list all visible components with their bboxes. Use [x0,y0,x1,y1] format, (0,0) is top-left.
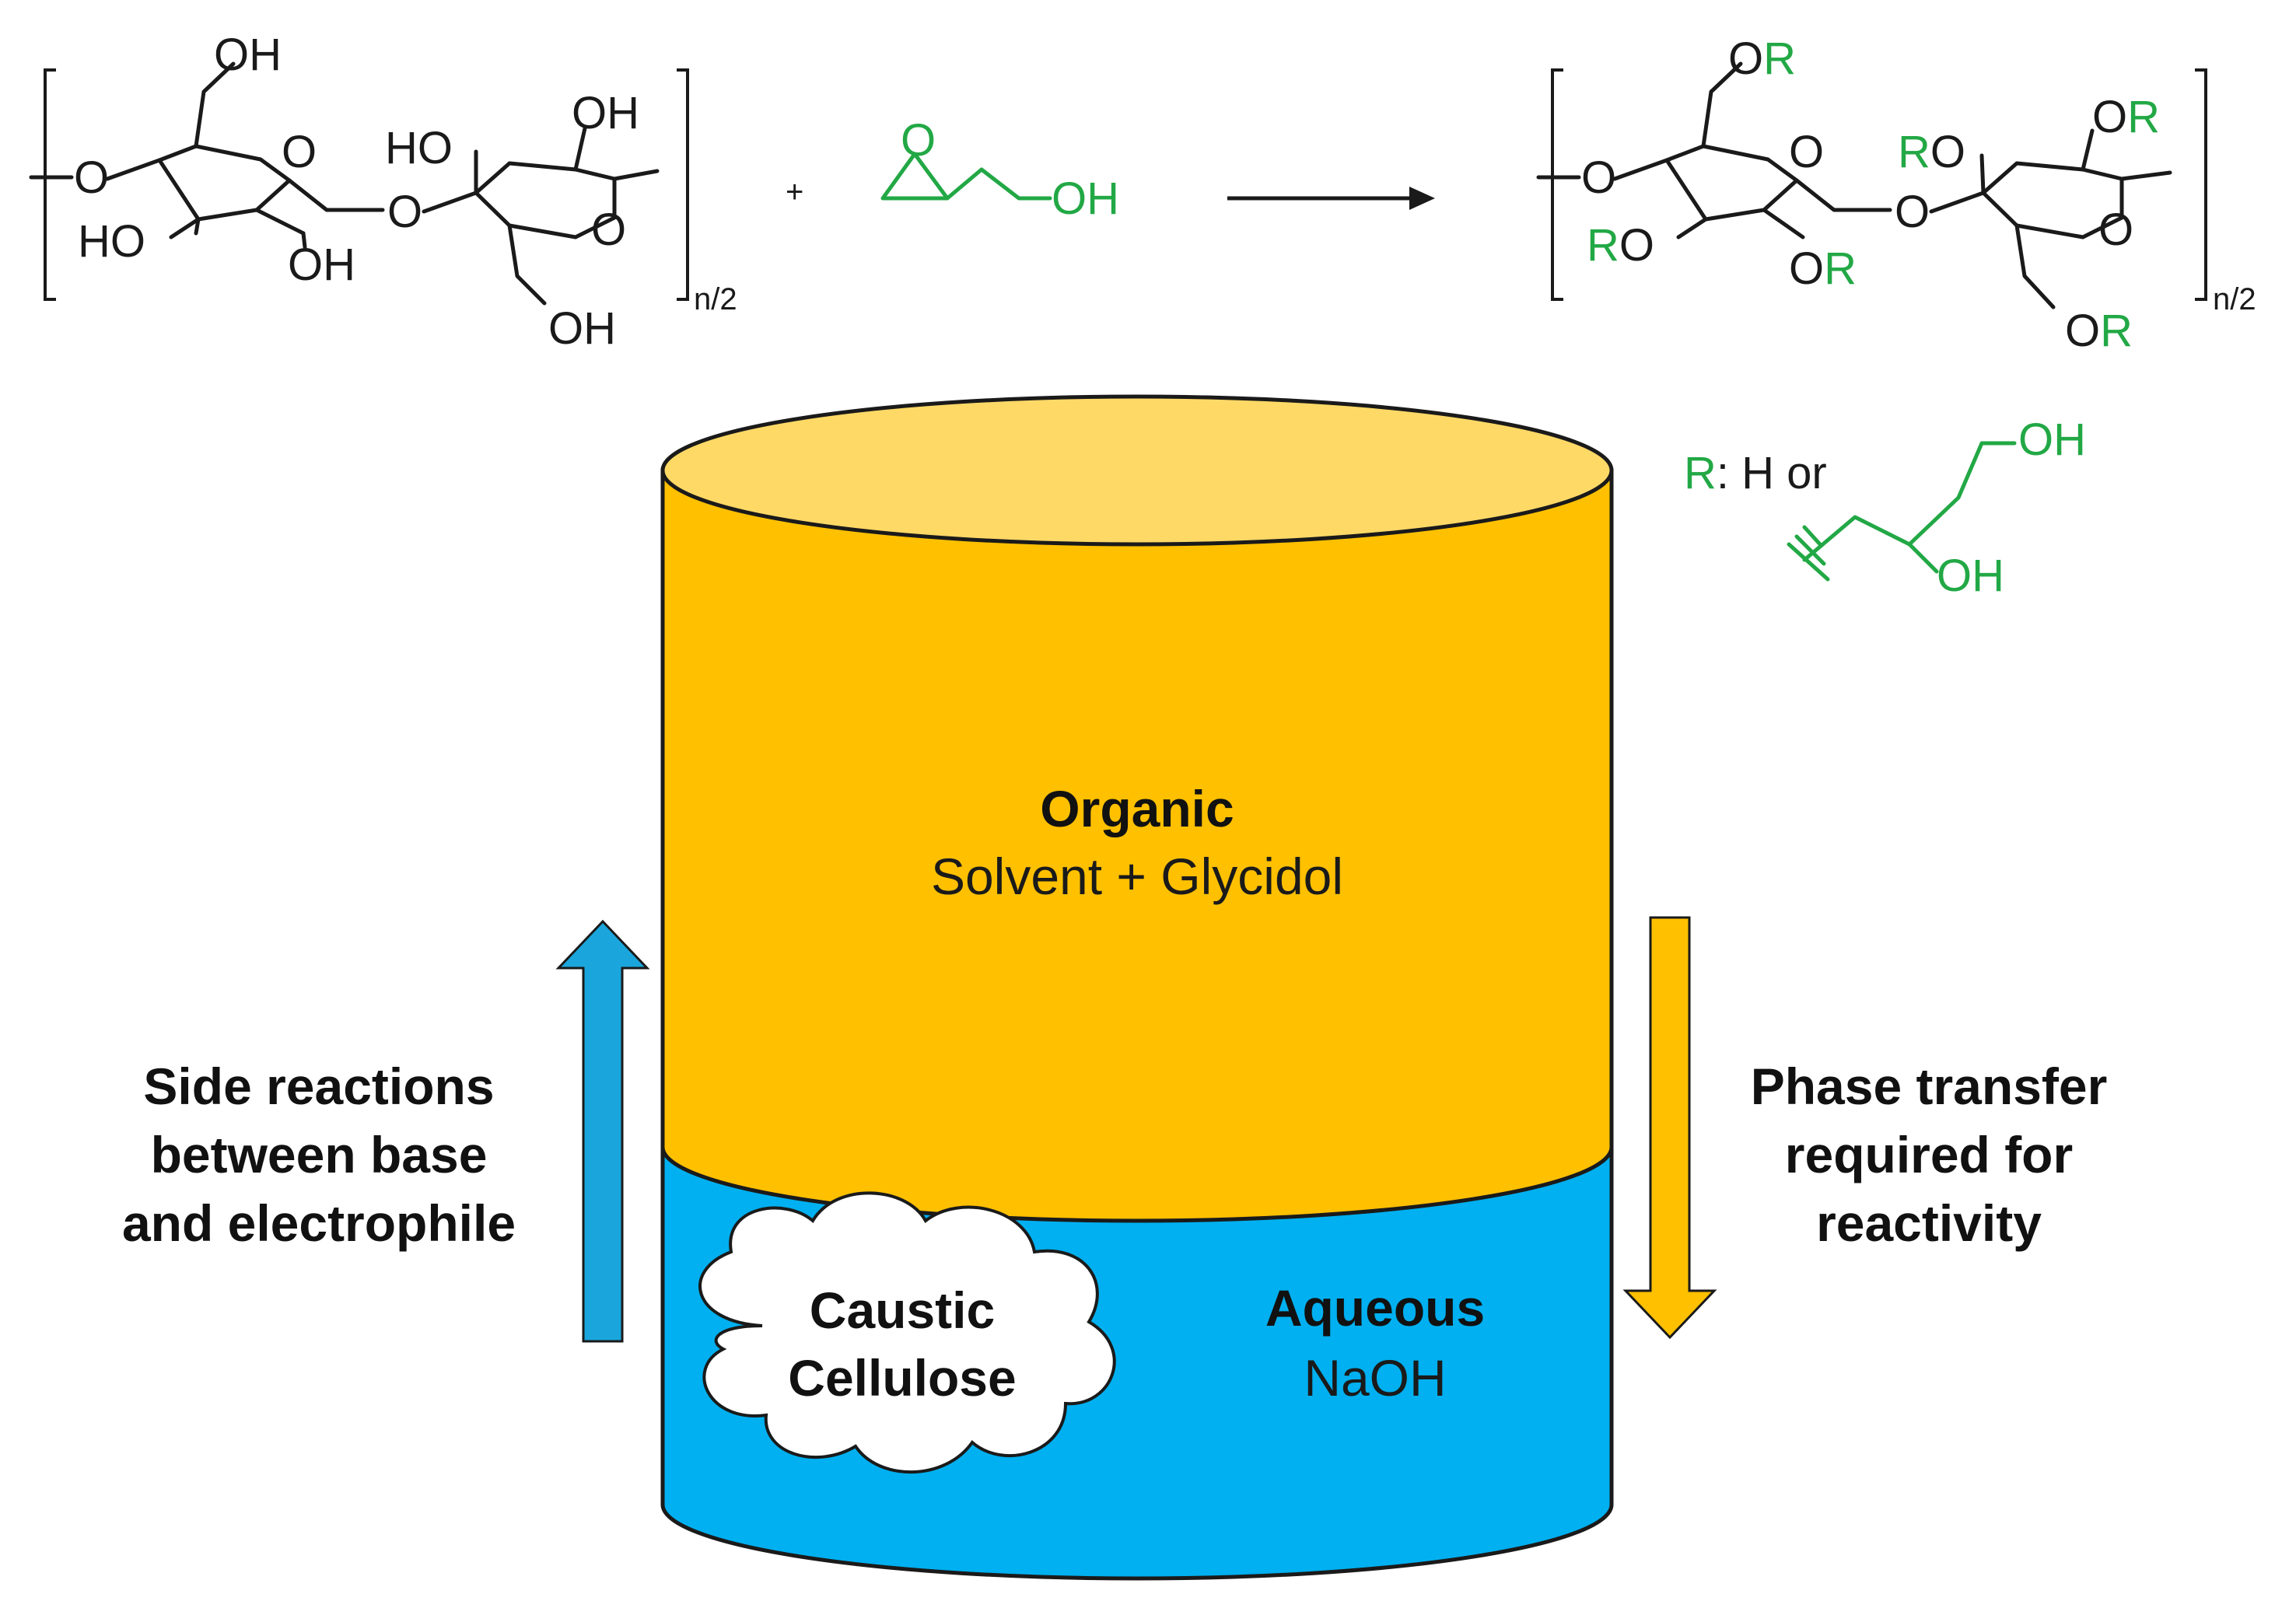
reactant-oh-ring2-top: OH [572,88,639,138]
product-ro-ring1: RO [1587,220,1654,271]
reactant-oh-ring2-bottom: OH [548,303,616,354]
cloud-line2: Cellulose [788,1349,1016,1407]
product-o-bridge: O [1895,187,1930,237]
product-subscript: n/2 [2213,282,2256,316]
reactant-oh-ring1-bottom: OH [288,239,355,290]
reactant-oh-top: OH [214,30,282,80]
r-oh-top: OH [2018,414,2086,465]
r-oh-bottom: OH [1937,551,2004,601]
glycidol-structure: O OH [880,115,1119,224]
reactant-o-ring2: O [591,204,626,255]
product-right-bracket [2195,68,2207,301]
aqueous-title: Aqueous [1265,1279,1485,1337]
r-group-definition: R: H or OH OH [1684,414,2086,601]
glycidol-o-label: O [901,115,936,166]
reactant-ring2 [474,161,617,239]
left-annotation-line1: Side reactions [143,1057,494,1115]
product-o-ring1: O [1789,127,1824,177]
left-annotation: Side reactions between base and electrop… [122,1057,516,1252]
reactant-subscript: n/2 [694,282,737,316]
reactant-left-bracket [44,68,56,301]
r-colon-text: : H or [1717,448,1827,498]
reactant-right-bracket [677,68,689,301]
right-annotation-line3: reactivity [1816,1194,2042,1252]
reactant-o-link-left: O [74,152,109,203]
caustic-cellulose-cloud [698,1191,1116,1474]
reactant-ring1 [157,144,292,222]
right-annotation-line2: required for [1785,1126,2073,1183]
reactant-o-ring1: O [282,127,317,177]
aqueous-subtitle: NaOH [1304,1349,1446,1407]
right-annotation-line1: Phase transfer [1751,1057,2108,1115]
plus-sign: + [786,175,803,209]
glycidol-oh-label: OH [1052,173,1119,224]
product-left-bracket [1551,68,1563,301]
product-or-ring2-bottom: OR [2065,306,2133,356]
cloud-line1: Caustic [810,1281,995,1339]
r-definition-text: R: H or [1684,448,1827,498]
product-or-ring1-bottom: OR [1789,243,1857,294]
reactant-ho-ring2: HO [385,123,453,173]
cellulose-reactant: n/2 O OH O HO OH O HO OH O OH [29,30,737,354]
phase-transfer-down-arrow [1622,916,1717,1340]
vessel-top [660,394,1614,547]
cellulose-product: n/2 O OR O RO OR O RO OR O OR [1536,33,2256,356]
organic-title: Organic [1040,780,1234,837]
product-or-top: OR [1728,33,1796,84]
reaction-vessel: Organic Solvent + Glycidol Caustic Cellu… [660,394,1614,1581]
left-annotation-line2: between base [151,1126,488,1183]
left-annotation-line3: and electrophile [122,1194,516,1252]
reaction-arrow [1227,187,1435,210]
organic-phase [660,468,1614,1223]
product-ro-ring2: RO [1898,127,1965,177]
product-o-link-left: O [1581,152,1616,203]
side-reaction-up-arrow [555,919,650,1343]
r-label: R [1684,448,1717,498]
reactant-ho-ring1: HO [78,216,145,267]
organic-subtitle: Solvent + Glycidol [931,848,1343,905]
reactant-o-bridge: O [387,187,422,237]
product-or-ring2-top: OR [2092,92,2160,142]
product-o-ring2: O [2098,204,2133,255]
right-annotation: Phase transfer required for reactivity [1751,1057,2108,1252]
